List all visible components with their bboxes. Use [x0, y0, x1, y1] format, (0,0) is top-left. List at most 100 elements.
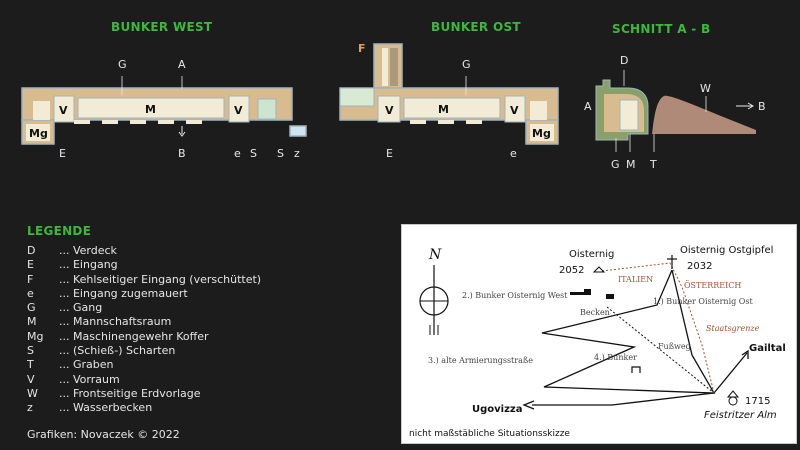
legend-key: T	[27, 358, 34, 372]
north-label: N	[428, 247, 442, 263]
legend-value: ... Gang	[59, 301, 103, 315]
legend-value: ... Verdeck	[59, 244, 117, 257]
ost-label-f: F	[358, 42, 366, 55]
west-label-b: B	[178, 147, 186, 160]
legend-key: S	[27, 344, 34, 358]
west-label-v2: V	[234, 104, 243, 117]
schnitt-label-b: B	[758, 100, 766, 113]
label-italien: ITALIEN	[618, 275, 653, 284]
label-alm-alt: 1715	[745, 396, 770, 407]
schnitt-label-d: D	[620, 54, 628, 67]
label-ugovizza: Ugovizza	[472, 404, 522, 415]
legend-key: z	[27, 401, 33, 415]
sketch-map: N Oisternig 2052 Oisternig Ostgipfel 203…	[419, 245, 786, 421]
schnitt-label-m: M	[626, 158, 636, 171]
ost-label-e-small: e	[510, 147, 517, 160]
bunker-ost-symbol	[606, 294, 614, 299]
alm-icon	[726, 390, 740, 406]
label-staatsgrenze: Staatsgrenze	[706, 324, 760, 333]
label-bunker4: 4.) Bunker	[594, 353, 637, 362]
legend-key: E	[27, 258, 34, 272]
bunker4-symbol	[631, 366, 641, 373]
legend-row: G ... Gang	[27, 301, 261, 315]
legend-title: LEGENDE	[27, 224, 92, 238]
west-label-e-small: e	[234, 147, 241, 160]
legend-key: G	[27, 301, 36, 315]
west-label-m: M	[145, 103, 156, 116]
legend-value: ... Frontseitige Erdvorlage	[59, 386, 201, 400]
legend-value: ... (Schieß-) Scharten	[59, 344, 176, 358]
legend-value: ... Vorraum	[59, 372, 120, 386]
schnitt-label-a: A	[584, 100, 592, 113]
legend-value: ... Eingang	[59, 258, 118, 272]
legend-value: ... Eingang zugemauert	[59, 286, 188, 300]
legend-row: e ... Eingang zugemauert	[27, 287, 261, 301]
legend-row: T ... Graben	[27, 358, 261, 372]
title-bunker-ost: BUNKER OST	[431, 20, 521, 34]
title-schnitt: SCHNITT A - B	[612, 22, 711, 36]
legend-key: e	[27, 286, 34, 300]
label-fussweg: Fußweg	[658, 342, 691, 351]
schnitt-label-g: G	[611, 158, 620, 171]
west-label-z: z	[294, 147, 300, 160]
legend-value: ... Mannschaftsraum	[59, 315, 172, 329]
legend-row: E ... Eingang	[27, 258, 261, 272]
schnitt-ab: D W A B G M T	[584, 54, 766, 171]
legend-key: F	[27, 272, 34, 286]
label-oesterreich: ÖSTERREICH	[684, 281, 741, 290]
ost-label-e: E	[386, 147, 393, 160]
label-ostgipfel-alt: 2032	[687, 261, 712, 272]
legend-key: Mg	[27, 329, 44, 343]
title-bunker-west: BUNKER WEST	[111, 20, 213, 34]
legend-row: D ... Verdeck	[27, 244, 261, 258]
schnitt-label-w: W	[700, 82, 711, 95]
label-gailtal: Gailtal	[749, 343, 786, 354]
bunker-west-plan: G A M V V Mg E B e S S z	[21, 58, 307, 160]
north-arrow-icon: N	[419, 247, 449, 335]
legend: LEGENDE D ... Verdeck E ... Eingang F ... K…	[27, 224, 261, 416]
legend-row: V ... Vorraum	[27, 373, 261, 387]
label-alm: Feistritzer Alm	[704, 410, 777, 421]
west-label-v1: V	[59, 104, 68, 117]
legend-row: M ... Mannschaftsraum	[27, 315, 261, 329]
label-becken: Becken	[580, 308, 610, 317]
cross-icon	[667, 255, 677, 269]
credit: Grafiken: Novaczek © 2022	[27, 428, 180, 441]
legend-key: M	[27, 315, 37, 329]
west-label-e: E	[59, 147, 66, 160]
bunker-plans: G A M V V Mg E B e S S z F G V M V Mg E	[21, 42, 766, 171]
legend-row: S ... (Schieß-) Scharten	[27, 344, 261, 358]
west-label-mg: Mg	[29, 127, 48, 140]
situation-sketch: N Oisternig 2052 Oisternig Ostgipfel 203…	[401, 224, 797, 444]
bunker-ost-plan: F G V M V Mg E e	[339, 42, 559, 160]
legend-row: W ... Frontseitige Erdvorlage	[27, 387, 261, 401]
bunker-west-symbol	[570, 289, 591, 295]
peak-icon	[592, 266, 606, 273]
sketch-note: nicht maßstäbliche Situationsskizze	[409, 429, 570, 439]
west-label-s1: S	[250, 147, 257, 160]
ost-label-mg: Mg	[532, 127, 551, 140]
label-ostgipfel: Oisternig Ostgipfel	[680, 245, 773, 256]
legend-key: W	[27, 386, 38, 400]
label-armierung: 3.) alte Armierungsstraße	[428, 356, 533, 365]
legend-row: Mg ... Maschinengewehr Koffer	[27, 330, 261, 344]
ost-label-v2: V	[510, 104, 519, 117]
ost-label-m: M	[438, 103, 449, 116]
west-label-s2: S	[277, 147, 284, 160]
legend-key: D	[27, 244, 36, 257]
legend-row: F ... Kehlseitiger Eingang (verschüttet)	[27, 273, 261, 287]
label-osternig: Oisternig	[569, 249, 614, 260]
legend-value: ... Maschinengewehr Koffer	[59, 329, 209, 343]
west-label-g: G	[118, 58, 127, 71]
label-osternig-alt: 2052	[559, 265, 584, 276]
label-bunker-west: 2.) Bunker Oisternig West	[462, 291, 568, 300]
label-bunker-ost: 1.) Bunker Oisternig Ost	[653, 297, 753, 306]
legend-value: ... Kehlseitiger Eingang (verschüttet)	[59, 272, 262, 286]
legend-value: ... Graben	[59, 358, 114, 372]
legend-key: V	[27, 372, 35, 386]
legend-value: ... Wasserbecken	[59, 401, 153, 415]
ost-label-g: G	[462, 58, 471, 71]
legend-row: z ... Wasserbecken	[27, 401, 261, 415]
schnitt-label-t: T	[649, 158, 657, 171]
ost-label-v1: V	[385, 104, 394, 117]
